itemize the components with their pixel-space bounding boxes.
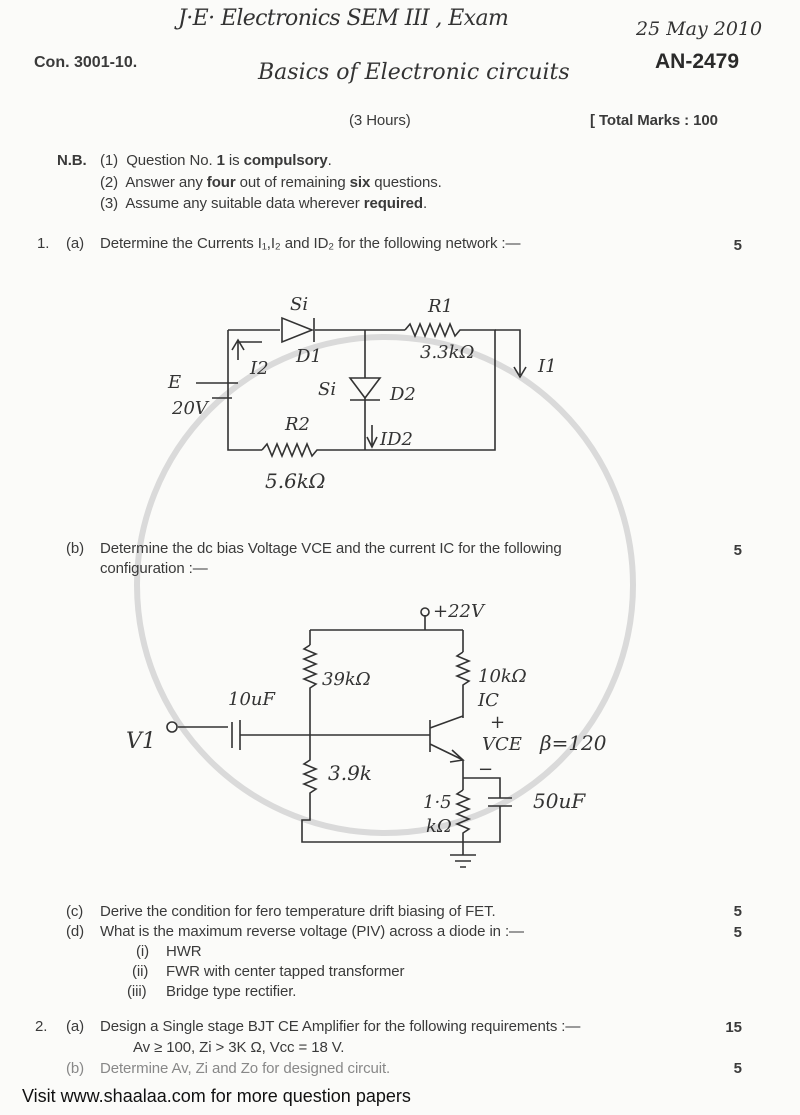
instruction-2: (2) Answer any four out of remaining six…: [100, 174, 442, 191]
q1b-part: (b): [66, 540, 85, 557]
wire: [227, 329, 496, 451]
label-r2: R2: [284, 414, 310, 435]
label-ce: 50uF: [533, 789, 586, 813]
q1d-sub-2-num: (ii): [132, 963, 149, 980]
instruction-3: (3) Assume any suitable data wherever re…: [100, 195, 428, 212]
total-marks: [ Total Marks : 100: [590, 112, 718, 129]
q1d-sub-2-text: FWR with center tapped transformer: [166, 963, 405, 980]
con-number: Con. 3001-10.: [34, 54, 138, 71]
q1d-sub-1-num: (i): [136, 943, 150, 960]
label-supply: +22V: [433, 601, 486, 622]
q1a-marks: 5: [733, 237, 742, 254]
wire: [462, 760, 501, 798]
label-source-value: 20V: [171, 398, 210, 419]
label-cin: 10uF: [228, 689, 276, 710]
wire: [309, 615, 464, 652]
label-i2: I2: [249, 358, 269, 379]
label-vin: V1: [126, 729, 156, 754]
q2a-text: Design a Single stage BJT CE Amplifier f…: [100, 1018, 581, 1035]
current-arrow-id2: [366, 425, 378, 449]
label-r1-value: 3.3kΩ: [420, 342, 475, 363]
label-d2: D2: [389, 384, 416, 405]
capacitor-50uf-icon: [463, 797, 512, 843]
q1a-part: (a): [66, 235, 85, 252]
label-vce: VCE: [482, 734, 522, 755]
q2b-part: (b): [66, 1060, 85, 1077]
q2b-text: Determine Av, Zi and Zo for designed cir…: [100, 1060, 391, 1077]
label-rc: 10kΩ: [478, 666, 527, 687]
label-re-unit: kΩ: [426, 816, 452, 837]
battery-icon: [196, 382, 238, 399]
q1d-text: What is the maximum reverse voltage (PIV…: [100, 923, 524, 940]
label-beta: β=120: [539, 731, 607, 755]
label-r1: R1: [427, 296, 453, 317]
paper-code: AN-2479: [655, 50, 740, 73]
label-vce-plus: +: [490, 712, 505, 733]
label-id2: ID2: [379, 429, 413, 450]
label-re: 1·5: [423, 792, 452, 813]
q1d-sub-3-text: Bridge type rectifier.: [166, 983, 297, 1000]
q1d-sub-1-text: HWR: [166, 943, 202, 960]
capacitor-input-icon: [231, 720, 241, 750]
q1c-text: Derive the condition for fero temperatur…: [100, 903, 496, 920]
label-source: E: [167, 372, 181, 393]
q1c-marks: 5: [733, 903, 742, 920]
q1a-text: Determine the Currents I₁,I₂ and ID₂ for…: [100, 235, 521, 252]
q1d-part: (d): [66, 923, 85, 940]
q1c-part: (c): [66, 903, 84, 920]
diode-d2-icon: [348, 377, 382, 401]
resistor-39k-icon: [301, 644, 319, 735]
resistor-10k-icon: [454, 651, 472, 718]
label-r2-value: 5.6kΩ: [265, 469, 326, 493]
input-terminal: [166, 721, 178, 733]
supply-terminal: [420, 607, 430, 617]
label-d1: D1: [295, 346, 322, 367]
q1d-marks: 5: [733, 924, 742, 941]
q2a-part: (a): [66, 1018, 85, 1035]
q2b-marks: 5: [733, 1060, 742, 1077]
ground-icon: [450, 854, 476, 868]
q1-number: 1.: [37, 235, 50, 252]
q1d-sub-3-num: (iii): [127, 983, 147, 1000]
resistor-1-5k-icon: [454, 789, 472, 855]
watermark-seal: [134, 334, 636, 836]
resistor-r2-icon: [261, 441, 325, 459]
current-arrow-i2: [231, 338, 262, 360]
duration: (3 Hours): [349, 112, 411, 129]
label-d1-type: Si: [290, 294, 308, 315]
q2a-text-2: Av ≥ 100, Zi > 3K Ω, Vcc = 18 V.: [133, 1039, 345, 1056]
label-vce-minus: −: [478, 759, 493, 780]
transistor-icon: [429, 715, 465, 763]
wire: [495, 329, 521, 342]
wire: [178, 726, 430, 736]
instruction-1: (1) Question No. 1 is compulsory.: [100, 152, 332, 169]
handwritten-date: 25 May 2010: [636, 18, 763, 40]
label-i1: I1: [537, 356, 557, 377]
handwritten-subject: Basics of Electronic circuits: [258, 60, 570, 85]
label-rb1: 39kΩ: [322, 669, 371, 690]
nb-label: N.B.: [57, 152, 87, 169]
resistor-3-9k-icon: [301, 735, 463, 843]
label-d2-type: Si: [318, 379, 336, 400]
q2a-marks: 15: [725, 1019, 742, 1036]
q2-number: 2.: [35, 1018, 48, 1035]
handwritten-course: J·E· Electronics SEM III , Exam: [178, 6, 509, 31]
label-ic: IC: [477, 690, 499, 711]
q1b-text: Determine the dc bias Voltage VCE and th…: [100, 540, 562, 557]
q1b-text-2: configuration :—: [100, 560, 208, 577]
footer-link[interactable]: Visit www.shaalaa.com for more question …: [22, 1086, 411, 1106]
current-arrow-i1: [513, 342, 527, 379]
q1b-marks: 5: [733, 542, 742, 559]
resistor-r1-icon: [404, 321, 465, 339]
diode-d1-icon: [281, 316, 315, 344]
label-rb2: 3.9k: [328, 761, 372, 785]
